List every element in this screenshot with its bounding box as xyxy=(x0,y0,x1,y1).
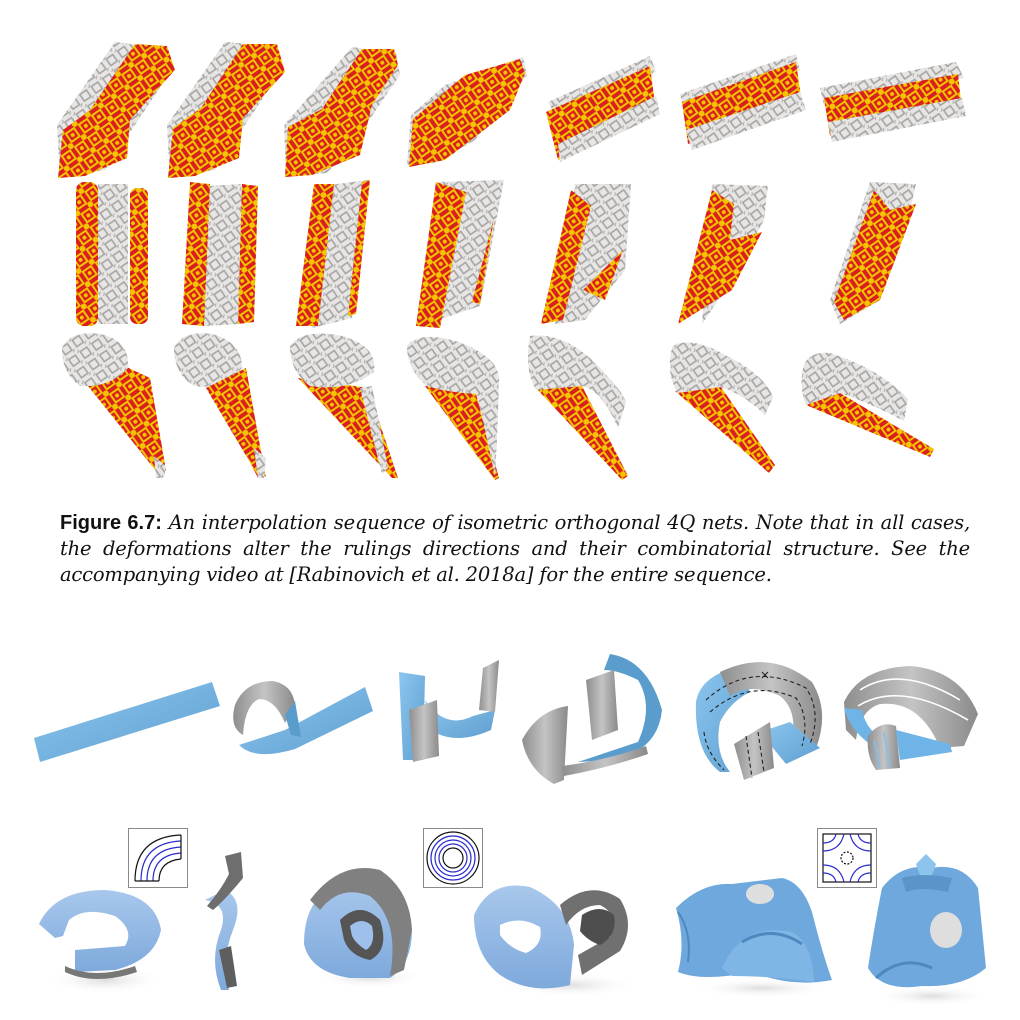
top-figure-panel xyxy=(0,0,1020,490)
inset-quarter-annulus xyxy=(128,828,188,888)
surface-frame-1-3 xyxy=(284,47,400,177)
figure-caption-text: An interpolation sequence of isometric o… xyxy=(60,511,970,586)
figure-label: Figure 6.7: xyxy=(60,512,162,534)
surface-frame-1-4 xyxy=(407,57,527,167)
cut-strips-model xyxy=(844,666,978,770)
surface-frame-3-2 xyxy=(174,333,266,478)
surface-frame-1-7 xyxy=(820,62,966,142)
surface-frame-2-1 xyxy=(76,182,148,326)
surface-frame-2-4 xyxy=(416,180,504,328)
open-shell-model xyxy=(474,885,640,997)
surface-frame-2-3 xyxy=(296,180,370,328)
ruled-loop-model xyxy=(695,662,823,780)
figure-caption: Figure 6.7: An interpolation sequence of… xyxy=(60,510,970,588)
surface-frame-1-2 xyxy=(167,42,285,178)
conical-shell-model xyxy=(868,854,992,1006)
square-shell-model xyxy=(676,878,832,998)
surface-frame-3-1 xyxy=(62,333,166,478)
spiral-ring-model xyxy=(39,890,165,994)
twisted-helix-model xyxy=(205,852,243,990)
loop-strip-model xyxy=(233,681,373,755)
surface-frame-3-7 xyxy=(801,352,934,457)
surface-frame-3-6 xyxy=(669,342,775,473)
surface-frame-2-7 xyxy=(830,182,916,324)
surface-frame-2-2 xyxy=(182,182,258,326)
surface-frame-2-5 xyxy=(541,184,631,324)
quarter-annulus-diagram xyxy=(134,834,182,882)
concentric-circles-diagram xyxy=(426,831,480,885)
knot-ring-model xyxy=(304,868,426,988)
surface-frame-1-6 xyxy=(680,54,806,150)
inset-hyperbolic-arcs xyxy=(817,828,877,888)
ribbon-row-1 xyxy=(0,640,1020,810)
surface-frame-3-5 xyxy=(528,335,628,480)
inset-concentric-circles xyxy=(423,828,483,888)
surface-frame-1-5 xyxy=(546,56,660,162)
surface-frame-3-4 xyxy=(407,336,500,480)
twisted-strip-model xyxy=(399,660,499,762)
ribbon-row-2 xyxy=(0,820,1020,1020)
surface-frame-1-1 xyxy=(57,42,175,178)
surface-frame-3-3 xyxy=(290,333,398,478)
flat-strip-model xyxy=(34,682,220,762)
knot-strip-model xyxy=(522,654,662,784)
hyperbolic-arcs-diagram xyxy=(822,833,872,883)
surface-frame-2-6 xyxy=(678,184,768,324)
